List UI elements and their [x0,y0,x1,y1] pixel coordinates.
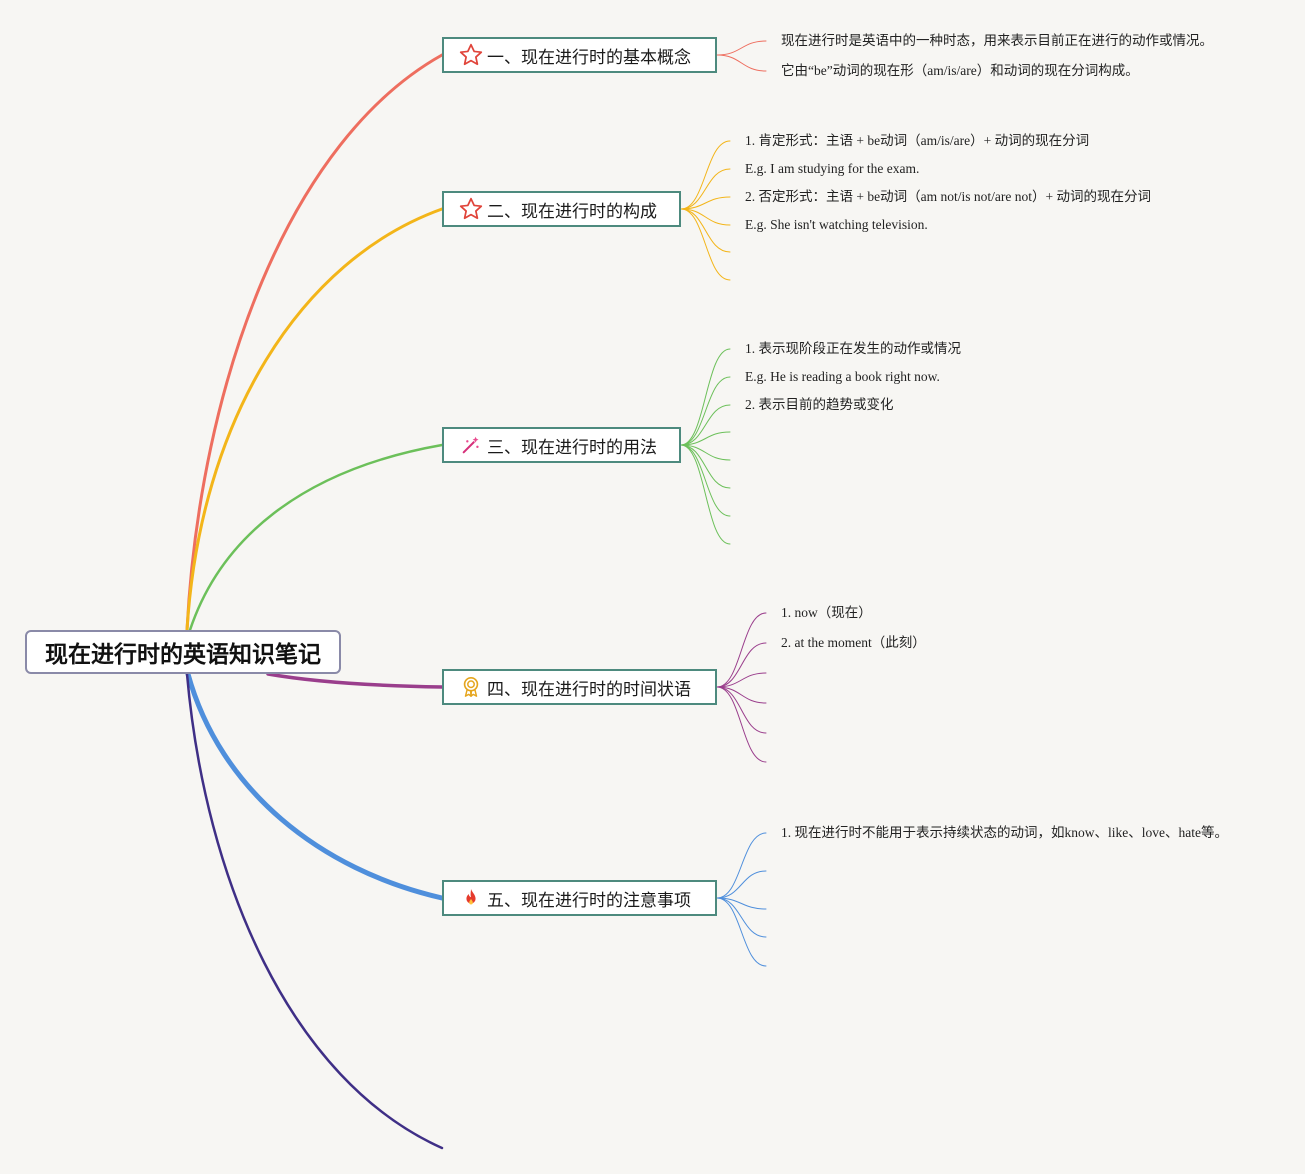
leaf-connector [680,196,731,210]
leaf-connector [716,897,767,967]
fire-icon [458,885,484,911]
leaf-text: 2. 表示目前的趋势或变化 [745,397,894,412]
leaf-connector [680,140,731,210]
leaf-text: E.g. She isn't watching television. [745,217,928,232]
leaf-connector [680,404,731,446]
leaf-connector [716,686,767,763]
topic-basic-concept[interactable]: 一、现在进行时的基本概念 [442,37,717,73]
leaf-connector [716,54,767,72]
leaf-connector [716,612,767,688]
topic-label: 一、现在进行时的基本概念 [487,47,691,68]
leaf-connector [680,444,731,545]
root-title: 现在进行时的英语知识笔记 [45,642,321,668]
leaf-connector [680,208,731,253]
leaf-connector [680,431,731,446]
leaf-connector [716,642,767,688]
leaf-text: 1. 现在进行时不能用于表示持续状态的动词，如know、like、love、ha… [781,825,1228,840]
topic-label: 四、现在进行时的时间状语 [487,679,691,700]
leaf-text: E.g. He is reading a book right now. [745,369,940,384]
leaf-connector [716,832,767,899]
leaf-text: 1. 表示现阶段正在发生的动作或情况 [745,341,961,356]
branch-line [188,443,444,632]
branch-line [266,672,444,689]
topic-notes[interactable]: 五、现在进行时的注意事项 [442,880,717,916]
leaf-connector [680,444,731,489]
leaf-connector [680,444,731,517]
branch-line [185,671,445,901]
leaf-text: 2. 否定形式：主语 + be动词（am not/is not/are not）… [745,189,1151,204]
magic-wand-icon [458,432,484,458]
topic-structure[interactable]: 二、现在进行时的构成 [442,191,681,227]
topic-label: 五、现在进行时的注意事项 [487,890,691,911]
root-topic[interactable]: 现在进行时的英语知识笔记 [25,630,341,674]
topic-label: 二、现在进行时的构成 [487,201,657,222]
leaf-connector [680,376,731,446]
leaf-connector [680,348,731,446]
leaf-connector [716,686,767,734]
leaf-text: 2. at the moment（此刻） [781,635,926,650]
leaf-connector [716,686,767,704]
leaf-text: 现在进行时是英语中的一种时态，用来表示目前正在进行的动作或情况。 [781,33,1213,48]
leaf-connector [716,870,767,899]
leaf-text: 它由“be”动词的现在形（am/is/are）和动词的现在分词构成。 [781,63,1139,78]
star-outline-icon [458,42,484,68]
leaf-connector [716,672,767,688]
leaf-connector [680,168,731,210]
leaf-text: E.g. I am studying for the exam. [745,161,920,176]
leaf-connector [680,208,731,226]
leaf-text: 1. 肯定形式：主语 + be动词（am/is/are）+ 动词的现在分词 [745,133,1090,148]
leaf-connector [680,208,731,281]
award-ribbon-icon [458,674,484,700]
leaf-connector [716,40,767,56]
leaf-connector [716,897,767,938]
topic-time-adverbials[interactable]: 四、现在进行时的时间状语 [442,669,717,705]
topic-usage[interactable]: 三、现在进行时的用法 [442,427,681,463]
branch-line [185,53,444,632]
branch-line [185,672,444,1150]
topic-label: 三、现在进行时的用法 [487,437,657,458]
leaf-text: 1. now（现在） [781,605,872,620]
star-outline-icon [458,196,484,222]
branch-line [185,207,444,632]
